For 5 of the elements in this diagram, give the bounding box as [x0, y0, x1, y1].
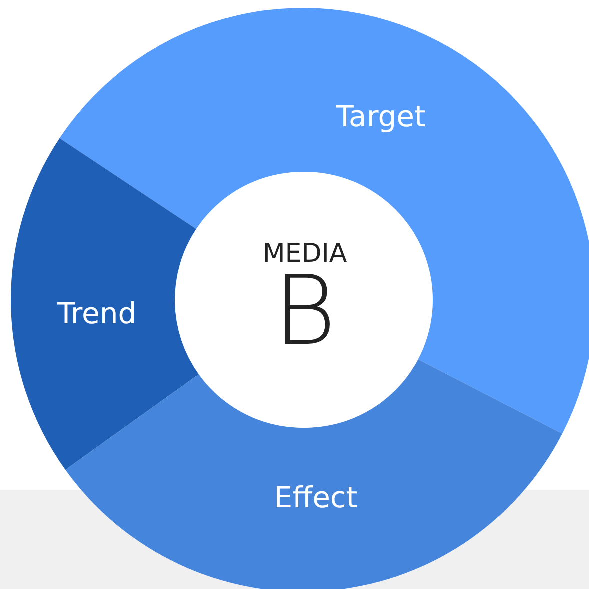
- segment-label: Trend: [57, 300, 137, 328]
- segment-label: Effect: [274, 484, 358, 512]
- ring-segment: [11, 138, 199, 470]
- ring-segment: [66, 358, 562, 589]
- segment-label: Target: [336, 102, 426, 132]
